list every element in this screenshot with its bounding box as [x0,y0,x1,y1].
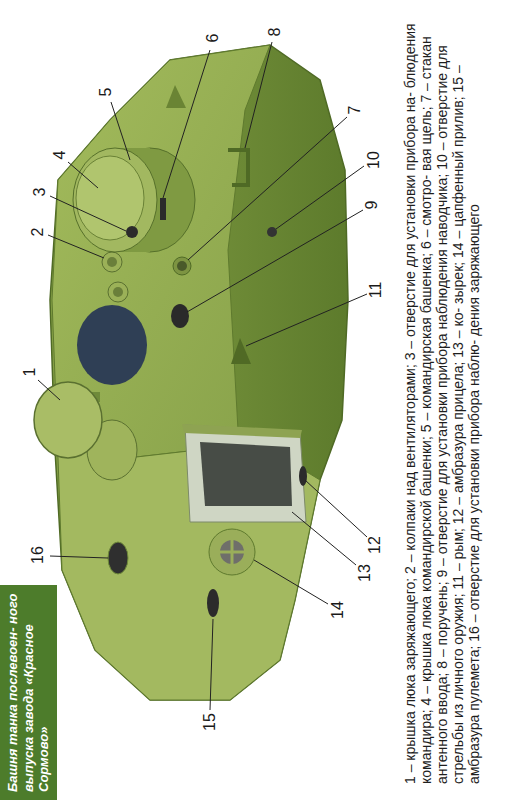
visor [182,424,302,438]
device-hole [108,542,128,574]
callout-number: 3 [32,188,48,197]
vent-cap [108,282,128,302]
antenna-socket-center [177,261,187,271]
turret-side [50,45,348,700]
callout-number: 2 [30,228,46,237]
hatch-lid [34,382,102,458]
leader-line [38,380,60,400]
vent-cap [102,252,122,272]
leader-line [276,166,364,229]
sight-slot [299,466,307,486]
trunnion-boss [209,529,255,575]
lifting-eye [231,338,251,364]
trunnion-core [220,540,244,564]
leader-line [245,42,272,148]
vent-cap-center [113,287,123,297]
gunner-device-hole [171,304,189,328]
leader-line [50,556,108,558]
vision-slit [160,198,166,220]
title-text: Башня танка послевоен- ного выпуска заво… [0,585,57,800]
caption-text: 1 – крышка люка заряжающего; 2 – колпаки… [402,6,482,784]
hatch-opening [77,305,147,385]
callout-number: 6 [205,34,221,43]
vent-cap-center [107,257,117,267]
cupola-lid [76,156,144,240]
callout-number: 13 [357,564,373,582]
embrasure-window [200,442,292,506]
callout-number: 16 [30,546,46,564]
sight-frame [185,425,306,522]
callout-number: 5 [98,88,114,97]
leader-line [50,196,126,231]
leader-line [188,117,347,260]
leader-line [254,560,328,604]
mg-embrasure [207,589,219,617]
callout-number: 1 [22,368,38,377]
leader-line [111,102,130,160]
callout-number: 10 [366,151,382,169]
leader-line [187,210,363,312]
leader-line [305,480,367,537]
callout-number: 11 [368,282,384,299]
callout-number: 9 [364,201,380,210]
pistol-port [267,227,277,237]
leader-line [246,294,367,346]
trunnion-spokes [220,540,244,564]
leader-lines [38,42,367,710]
callout-number: 14 [330,601,346,619]
callout-number: 8 [267,28,283,37]
leader-line [210,619,213,710]
callout-number: 4 [52,151,68,160]
leader-line [68,162,98,188]
leader-line [292,512,356,565]
leader-line [163,50,210,198]
leader-line [48,235,104,258]
callout-number: 12 [367,536,383,554]
title-band: Башня танка послевоен- ного выпуска заво… [0,585,57,800]
handrail [228,150,248,185]
cupola-top [73,148,157,252]
callout-number: 15 [202,713,218,731]
lifting-eye [166,85,186,108]
device-hole [126,226,138,238]
callout-number: 7 [347,106,363,115]
